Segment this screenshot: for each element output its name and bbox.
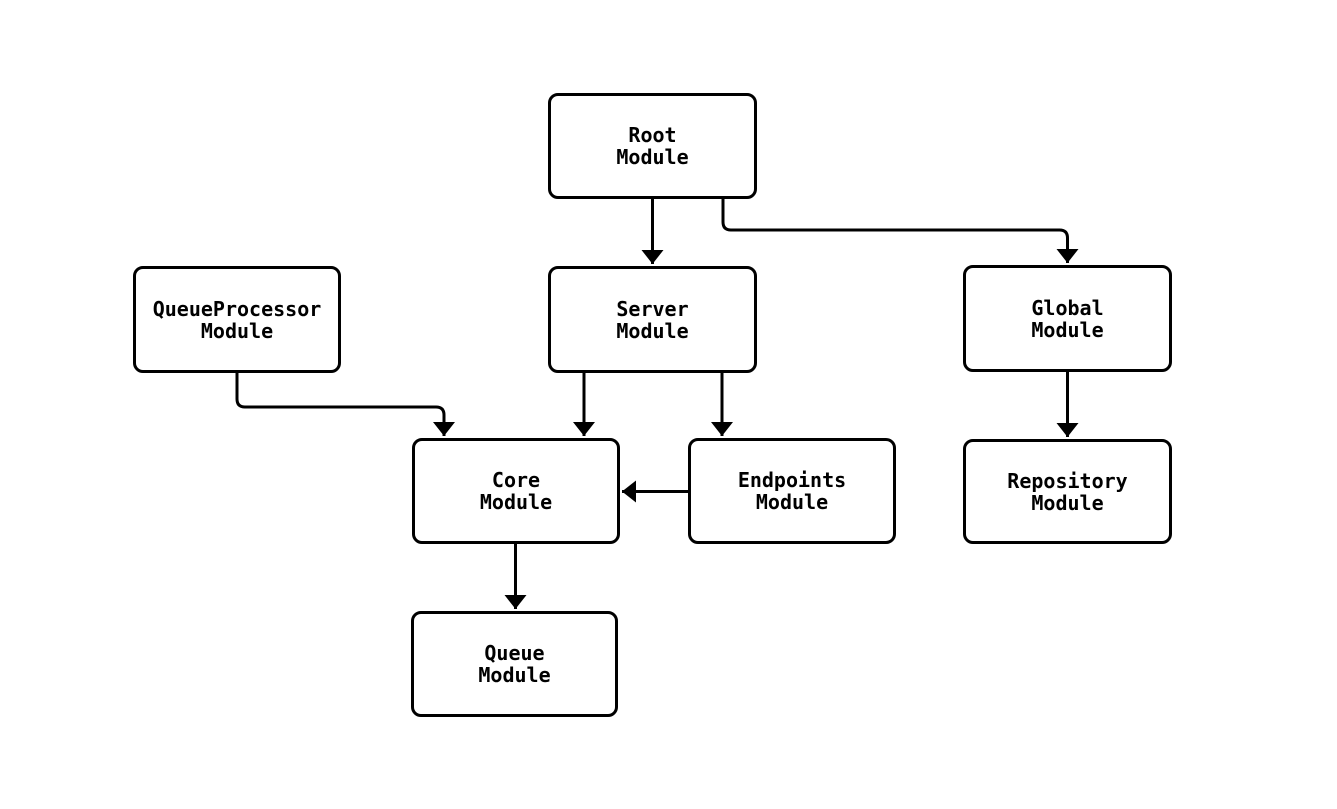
node-repository-module: Repository Module (963, 439, 1172, 544)
node-label: Server (616, 296, 689, 321)
node-label: Module (200, 318, 274, 343)
edge-queueprocessor-to-core (235, 373, 455, 436)
node-root-module: Root Module (548, 93, 757, 199)
node-queue-module: Queue Module (411, 611, 618, 717)
node-label: Core (491, 468, 541, 492)
node-label: Global (1031, 295, 1104, 320)
edge-root-to-global (721, 199, 1079, 263)
node-label: QueueProcessor (152, 296, 322, 321)
node-label: Module (755, 490, 829, 514)
node-core-module: Core Module (412, 438, 620, 544)
node-label: Module (479, 490, 553, 514)
node-label: Queue (484, 641, 545, 665)
node-queueprocessor-module: QueueProcessor Module (133, 266, 341, 373)
node-label: Module (616, 318, 689, 343)
node-endpoints-module: Endpoints Module (688, 438, 896, 544)
node-label: Endpoints (737, 468, 847, 492)
node-label: Module (616, 145, 689, 169)
node-label: Root (628, 123, 677, 147)
node-global-module: Global Module (963, 265, 1172, 372)
node-server-module: Server Module (548, 266, 757, 373)
node-label: Repository (1007, 468, 1128, 493)
node-label: Module (478, 663, 551, 687)
node-label: Module (1031, 317, 1104, 342)
node-label: Module (1031, 490, 1104, 515)
